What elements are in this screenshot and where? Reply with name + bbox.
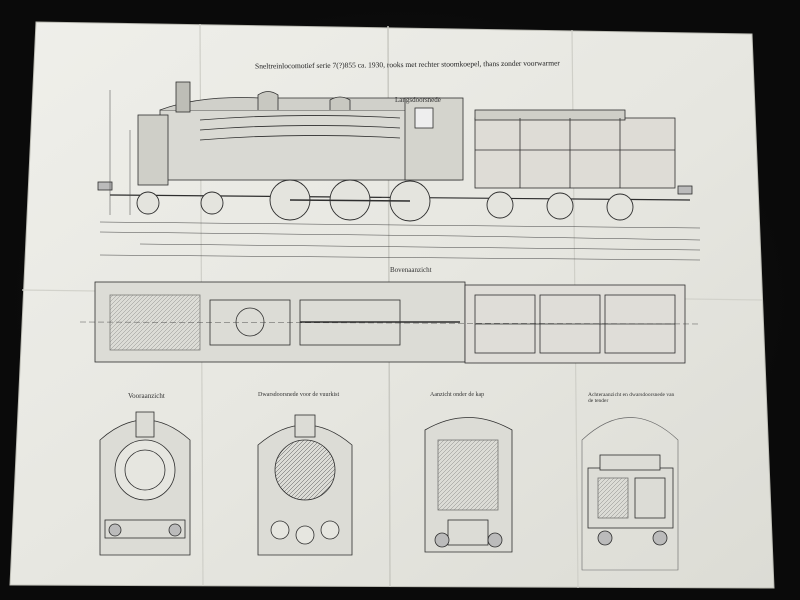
firebox-section-label: Dwarsdoorsnede voor de vuurkist	[258, 392, 340, 398]
plan-view-drawing	[79, 281, 701, 364]
rear-view-label: Achteraanzicht en dwarsdoorsnede van de …	[588, 392, 675, 404]
side-elevation-drawing	[97, 81, 693, 201]
firebox-section-drawing	[257, 414, 353, 556]
dimension-lines	[99, 90, 701, 261]
cab-view-label: Aanzicht onder de kap	[430, 392, 485, 398]
front-view-label: Vooraanzicht	[128, 392, 165, 400]
rear-view-drawing	[581, 417, 679, 571]
side-view-label: Langsdoorsnede	[395, 96, 441, 104]
side-wheels	[136, 179, 634, 222]
front-view-drawing	[99, 411, 191, 556]
plan-view-label: Bovenaanzicht	[390, 266, 432, 274]
cab-view-drawing	[424, 417, 513, 553]
